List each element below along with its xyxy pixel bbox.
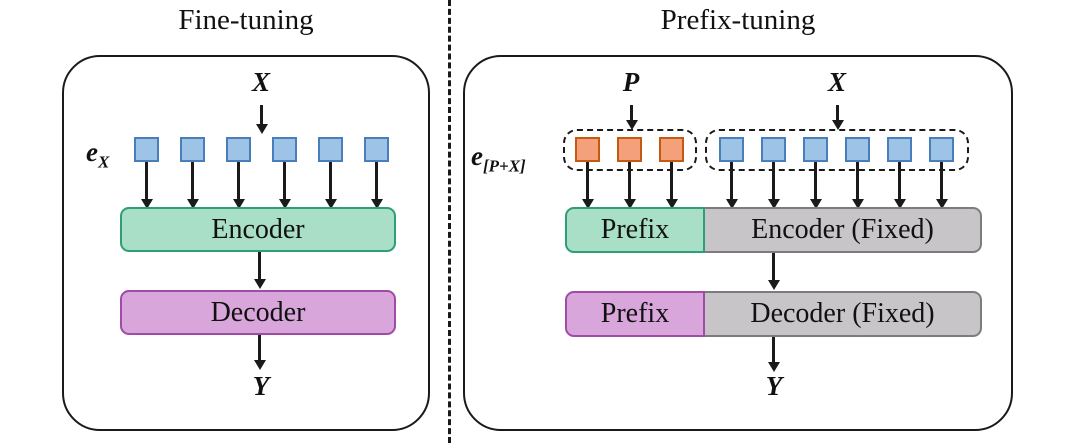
token-unit [134,137,159,200]
panel-divider-dashed-line [448,0,451,443]
embedding-subscript: X [97,152,110,172]
arrow-down-icon [772,253,775,281]
input-token-square [272,137,297,162]
arrow-down-icon [329,162,332,200]
input-token-square [364,137,389,162]
arrow-down-icon [258,252,261,280]
input-x-label: X [251,67,271,97]
input-token-row [719,137,954,200]
token-unit [803,137,828,200]
decoder-label: Decoder [210,296,306,328]
prefix-token-square [617,137,642,162]
arrow-down-icon [258,335,261,361]
encoder-block: Encoder [120,207,396,252]
arrow-down-icon [628,162,631,200]
arrow-down-icon [836,105,839,121]
arrow-down-icon [670,162,673,200]
arrow-down-icon [375,162,378,200]
fine-tuning-title: Fine-tuning [178,4,314,36]
token-unit [180,137,205,200]
arrow-down-icon [898,162,901,200]
token-unit [272,137,297,200]
token-unit [887,137,912,200]
output-y-label: Y [765,371,783,401]
input-token-square [887,137,912,162]
token-unit [318,137,343,200]
embedding-subscript: [P+X] [482,156,526,176]
arrow-down-icon [191,162,194,200]
arrow-down-icon [586,162,589,200]
input-token-square [134,137,159,162]
encoder-fixed-segment: Encoder (Fixed) [705,207,982,253]
arrow-down-icon [772,337,775,363]
token-unit [761,137,786,200]
encoder-fixed-label: Encoder (Fixed) [751,214,934,245]
arrow-down-icon [730,162,733,200]
input-token-square [318,137,343,162]
arrow-down-icon [630,105,633,121]
prefix-token-square [575,137,600,162]
prefix-p-label: P [622,67,640,97]
output-y-label: Y [252,371,270,401]
arrow-down-icon [814,162,817,200]
input-token-square [180,137,205,162]
fine-tuning-panel: X eX Encoder Decoder Y [62,55,430,431]
embedding-base: e [471,141,483,171]
token-unit [617,137,642,200]
arrow-down-icon [283,162,286,200]
embedding-label: e[P+X] [471,141,526,176]
input-token-square [845,137,870,162]
arrow-down-icon [260,105,263,125]
embedding-label: eX [86,137,109,172]
decoder-bar: Prefix Decoder (Fixed) [565,291,982,337]
encoder-label: Encoder [211,213,305,245]
token-unit [845,137,870,200]
token-unit [226,137,251,200]
input-token-square [761,137,786,162]
encoder-bar: Prefix Encoder (Fixed) [565,207,982,253]
encoder-prefix-label: Prefix [600,214,670,245]
arrow-down-icon [940,162,943,200]
token-unit [929,137,954,200]
input-token-square [803,137,828,162]
prefix-tuning-title: Prefix-tuning [660,4,816,36]
input-token-square [226,137,251,162]
input-token-square [929,137,954,162]
arrow-down-icon [772,162,775,200]
embedding-base: e [86,137,98,167]
token-unit [575,137,600,200]
prefix-token-row [575,137,684,200]
decoder-prefix-label: Prefix [600,298,670,329]
decoder-block: Decoder [120,290,396,335]
token-unit [719,137,744,200]
arrow-down-icon [237,162,240,200]
arrow-down-icon [856,162,859,200]
decoder-fixed-label: Decoder (Fixed) [750,298,935,329]
token-unit [659,137,684,200]
input-embedding-dashed-box [705,129,969,171]
decoder-fixed-segment: Decoder (Fixed) [705,291,982,337]
input-token-row [134,137,389,200]
arrow-down-icon [145,162,148,200]
decoder-prefix-segment: Prefix [565,291,705,337]
input-x-label: X [827,67,847,97]
encoder-prefix-segment: Prefix [565,207,705,253]
prefix-tuning-panel: P X e[P+X] Prefix Encoder (Fixed) Prefix… [463,55,1013,431]
token-unit [364,137,389,200]
input-token-square [719,137,744,162]
prefix-token-square [659,137,684,162]
